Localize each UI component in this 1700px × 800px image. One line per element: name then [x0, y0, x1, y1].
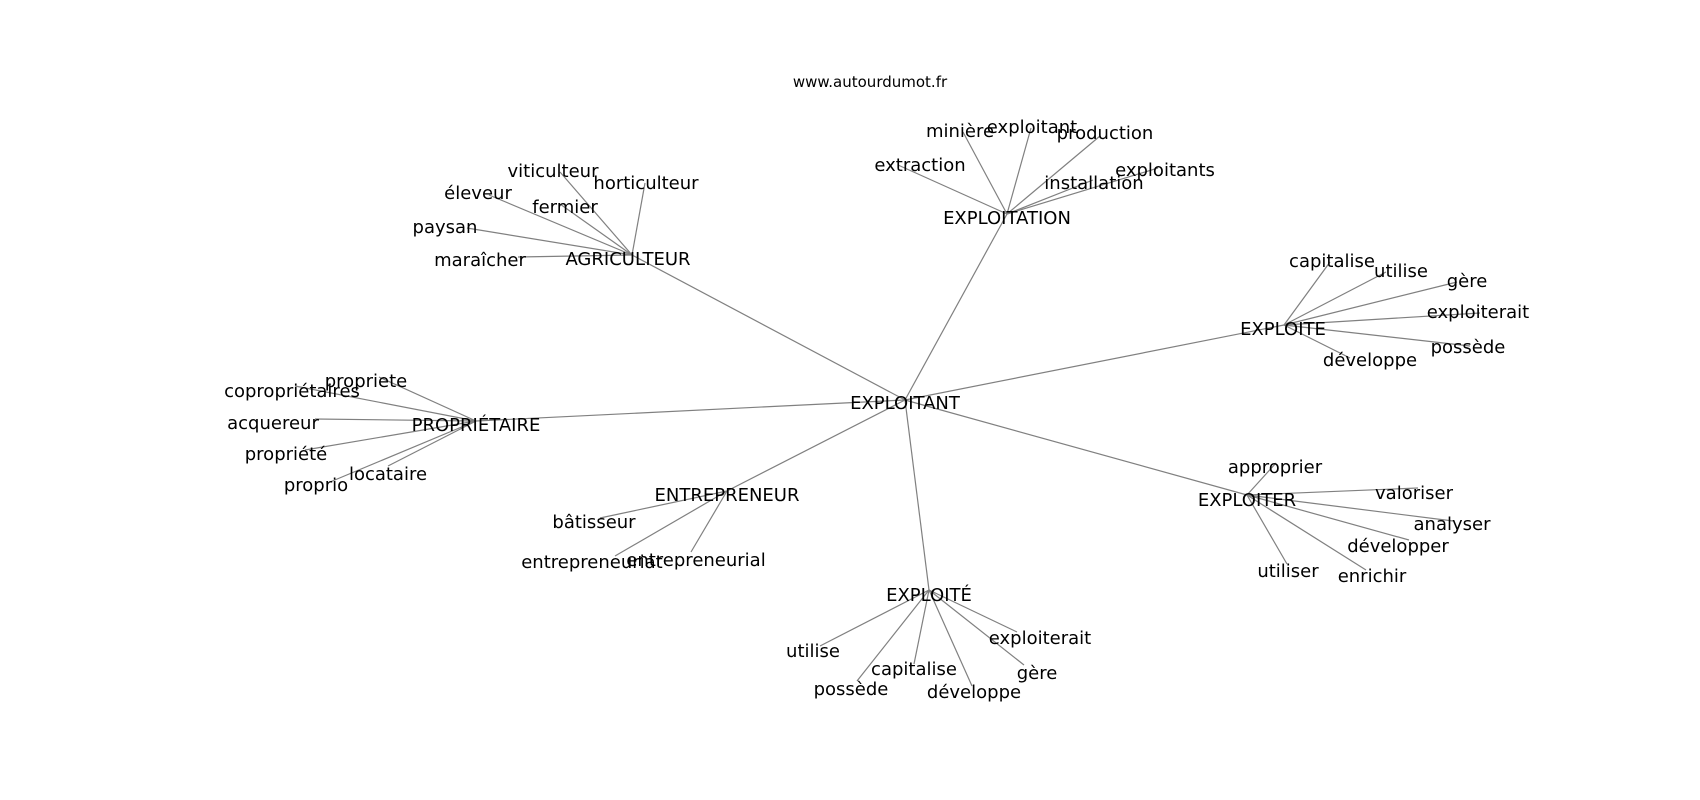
leaf-node-label: possède	[1431, 337, 1506, 358]
leaf-node-label: utilise	[786, 641, 840, 662]
leaf-node-label: installation	[1044, 173, 1143, 194]
hub-to-leaf-edge	[294, 385, 477, 422]
graph-edges	[294, 127, 1481, 687]
leaf-node-label: horticulteur	[593, 173, 699, 194]
leaf-node-label: valoriser	[1375, 483, 1454, 504]
leaf-node-label: possède	[814, 679, 889, 700]
leaf-node-label: production	[1057, 123, 1154, 144]
hub-to-leaf-edge	[1006, 167, 1159, 215]
leaf-node-label: gère	[1447, 271, 1488, 292]
hub-to-leaf-edge	[1283, 261, 1331, 326]
hub-to-leaf-edge	[690, 490, 728, 553]
leaf-node-label: analyser	[1414, 514, 1492, 535]
hub-to-leaf-edge	[1246, 494, 1288, 565]
hub-to-leaf-edge	[1246, 462, 1277, 496]
hub-to-leaf-edge	[488, 194, 633, 256]
leaf-node-label: utilise	[1374, 261, 1428, 282]
center-to-hub-edge	[904, 324, 1285, 401]
hub-to-leaf-edge	[1246, 487, 1419, 496]
hub-to-leaf-edge	[928, 589, 1018, 633]
leaf-node-label: maraîcher	[434, 250, 526, 271]
hub-to-leaf-edge	[387, 420, 477, 467]
leaf-node-label: proprio	[284, 475, 348, 496]
leaf-node-label: acquereur	[227, 413, 319, 434]
hub-to-leaf-edge	[559, 203, 633, 256]
hub-node-label: EXPLOITE	[1240, 319, 1326, 340]
leaf-node-label: exploiterait	[989, 628, 1091, 649]
hub-to-leaf-edge	[631, 182, 646, 256]
leaf-node-label: minière	[926, 121, 994, 142]
center-to-hub-edge	[475, 399, 906, 422]
hub-to-leaf-edge	[913, 589, 930, 665]
leaf-node-label: approprier	[1228, 457, 1323, 478]
leaf-node-label: développe	[927, 682, 1021, 703]
center-to-hub-edge	[904, 399, 930, 591]
hub-to-leaf-edge	[559, 171, 633, 256]
hub-to-leaf-edge	[1283, 324, 1471, 347]
hub-node-label: PROPRIÉTAIRE	[412, 414, 541, 436]
leaf-node-label: fermier	[532, 197, 598, 218]
leaf-node-label: paysan	[413, 217, 478, 238]
leaf-node-label: exploiterait	[1427, 302, 1529, 323]
hub-to-leaf-edge	[1006, 179, 1094, 215]
leaf-node-label: exploitant	[987, 117, 1077, 138]
hub-node-label: AGRICULTEUR	[565, 249, 690, 270]
hub-to-leaf-edge	[1246, 494, 1410, 541]
hub-to-leaf-edge	[962, 131, 1008, 215]
leaf-node-label: propriété	[245, 444, 327, 465]
hub-node-label: EXPLOITATION	[943, 208, 1071, 229]
leaf-node-label: entrepreneuriat	[521, 552, 663, 573]
leaf-node-label: utiliser	[1257, 561, 1319, 582]
hub-to-leaf-edge	[1246, 494, 1367, 571]
hub-node-label: EXPLOITER	[1198, 490, 1296, 511]
hub-to-leaf-edge	[304, 420, 477, 451]
leaf-node-label: développer	[1347, 536, 1449, 557]
hub-to-leaf-edge	[314, 418, 477, 422]
leaf-node-label: extraction	[874, 155, 965, 176]
hub-node-label: ENTREPRENEUR	[655, 485, 800, 506]
hub-to-leaf-edge	[819, 589, 930, 647]
leaf-node-label: propriete	[325, 371, 407, 392]
hub-to-leaf-edge	[1006, 135, 1101, 215]
leaf-node-label: capitalise	[1289, 251, 1375, 272]
leaf-node-label: gère	[1017, 663, 1058, 684]
leaf-node-label: enrichir	[1338, 566, 1407, 587]
hub-to-leaf-edge	[1006, 127, 1032, 215]
leaf-node-label: copropriétaires	[224, 381, 360, 402]
leaf-node-label: éleveur	[444, 183, 512, 204]
hub-to-leaf-edge	[1283, 312, 1481, 326]
leaf-node-label: viticulteur	[508, 161, 600, 182]
hub-to-leaf-edge	[1246, 494, 1454, 522]
center-to-hub-edge	[726, 399, 906, 492]
leaf-node-label: entrepreneurial	[626, 550, 765, 571]
hub-to-leaf-edge	[466, 227, 633, 256]
leaf-node-label: locataire	[349, 464, 427, 485]
hub-to-leaf-edge	[378, 376, 477, 422]
hub-to-leaf-edge	[517, 254, 633, 258]
hub-to-leaf-edge	[329, 420, 477, 483]
hub-to-leaf-edge	[1283, 271, 1387, 326]
hub-to-leaf-edge	[928, 589, 1025, 666]
leaf-node-label: développe	[1323, 350, 1417, 371]
leaf-node-label: bâtisseur	[552, 512, 636, 533]
hub-to-leaf-edge	[614, 490, 728, 557]
hub-to-leaf-edge	[928, 589, 973, 687]
center-to-hub-edge	[904, 399, 1248, 496]
site-watermark: www.autourdumot.fr	[793, 73, 948, 91]
hub-to-leaf-edge	[1283, 281, 1458, 326]
center-to-hub-edge	[631, 254, 906, 401]
leaf-node-label: capitalise	[871, 659, 957, 680]
center-node-label: EXPLOITANT	[850, 393, 961, 414]
hub-node-label: EXPLOITÉ	[886, 584, 972, 606]
leaf-node-label: exploitants	[1115, 160, 1215, 181]
hub-to-leaf-edge	[599, 490, 728, 519]
hub-to-leaf-edge	[897, 164, 1008, 215]
hub-to-leaf-edge	[856, 589, 930, 682]
hub-to-leaf-edge	[1283, 324, 1351, 359]
graph-labels: EXPLOITANT AGRICULTEUR viticulteurhorticul…	[224, 117, 1529, 703]
center-to-hub-edge	[904, 213, 1008, 401]
